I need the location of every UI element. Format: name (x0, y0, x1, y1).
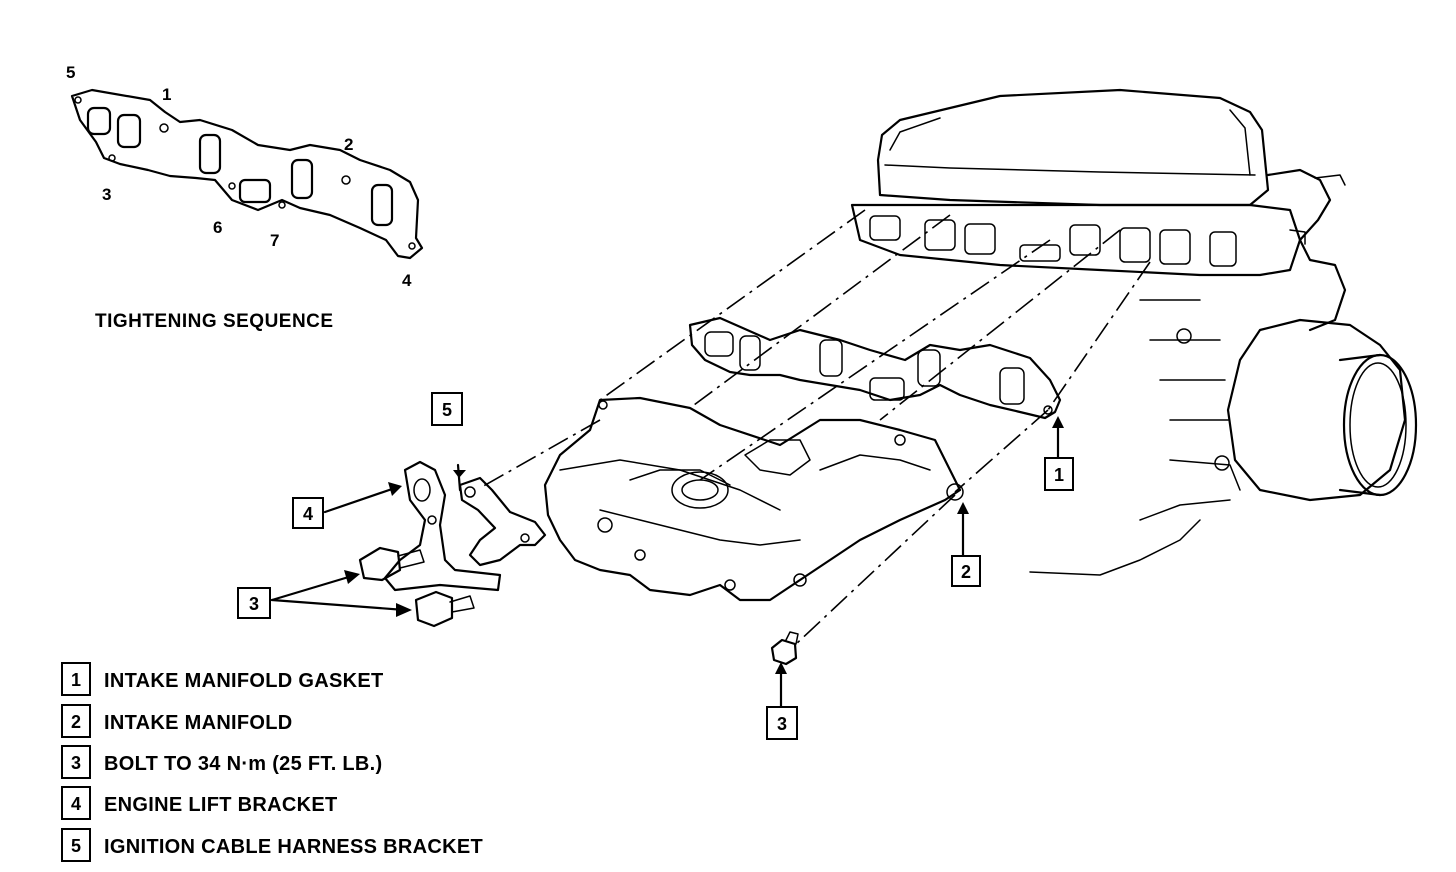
tightening-sequence-gasket (70, 88, 424, 260)
legend-item-5: 5 IGNITION CABLE HARNESS BRACKET (61, 828, 483, 862)
svg-text:3: 3 (71, 753, 81, 773)
svg-text:2: 2 (71, 712, 81, 732)
bolt-left-upper (358, 546, 425, 582)
legend-label: BOLT TO 34 N·m (25 FT. LB.) (104, 753, 383, 775)
legend: 1 INTAKE MANIFOLD GASKET 2 INTAKE MANIFO… (61, 662, 483, 862)
legend-item-1: 1 INTAKE MANIFOLD GASKET (61, 662, 384, 696)
seq-number-1: 1 (162, 85, 171, 104)
legend-label: INTAKE MANIFOLD GASKET (104, 670, 384, 692)
svg-text:3: 3 (249, 594, 259, 614)
legend-item-3: 3 BOLT TO 34 N·m (25 FT. LB.) (61, 745, 383, 779)
svg-text:2: 2 (961, 562, 971, 582)
svg-text:5: 5 (71, 836, 81, 856)
legend-label: IGNITION CABLE HARNESS BRACKET (104, 836, 483, 858)
intake-manifold-gasket (688, 316, 1062, 420)
legend-item-4: 4 ENGINE LIFT BRACKET (61, 786, 337, 820)
legend-label: ENGINE LIFT BRACKET (104, 794, 337, 816)
svg-text:5: 5 (442, 400, 452, 420)
svg-text:1: 1 (1054, 465, 1064, 485)
svg-text:4: 4 (71, 794, 81, 814)
ignition-cable-harness-bracket (458, 476, 547, 567)
engine-lift-bracket (383, 460, 502, 592)
callout-3-left: 3 (237, 587, 271, 619)
callout-arrows (270, 416, 1064, 709)
svg-text:3: 3 (777, 714, 787, 734)
legend-label: INTAKE MANIFOLD (104, 712, 293, 734)
svg-text:1: 1 (71, 670, 81, 690)
legend-item-2: 2 INTAKE MANIFOLD (61, 704, 293, 738)
seq-number-6: 6 (213, 218, 222, 237)
engine-block (850, 88, 1418, 576)
callout-1: 1 (1044, 457, 1074, 491)
svg-text:4: 4 (303, 504, 313, 524)
callout-4: 4 (292, 497, 324, 529)
assembly-centerlines (479, 209, 1151, 646)
callout-5: 5 (431, 392, 463, 426)
callout-2: 2 (951, 555, 981, 587)
bolt-left-lower (414, 590, 475, 628)
seq-number-2: 2 (344, 135, 353, 154)
bolt-bottom (770, 631, 799, 666)
callout-3-bottom: 3 (766, 706, 798, 740)
seq-number-7: 7 (270, 231, 279, 250)
seq-number-3: 3 (102, 185, 111, 204)
seq-number-5: 5 (66, 63, 75, 82)
tightening-sequence-title: TIGHTENING SEQUENCE (95, 311, 334, 332)
intake-manifold (543, 396, 964, 602)
seq-number-4: 4 (402, 271, 412, 290)
